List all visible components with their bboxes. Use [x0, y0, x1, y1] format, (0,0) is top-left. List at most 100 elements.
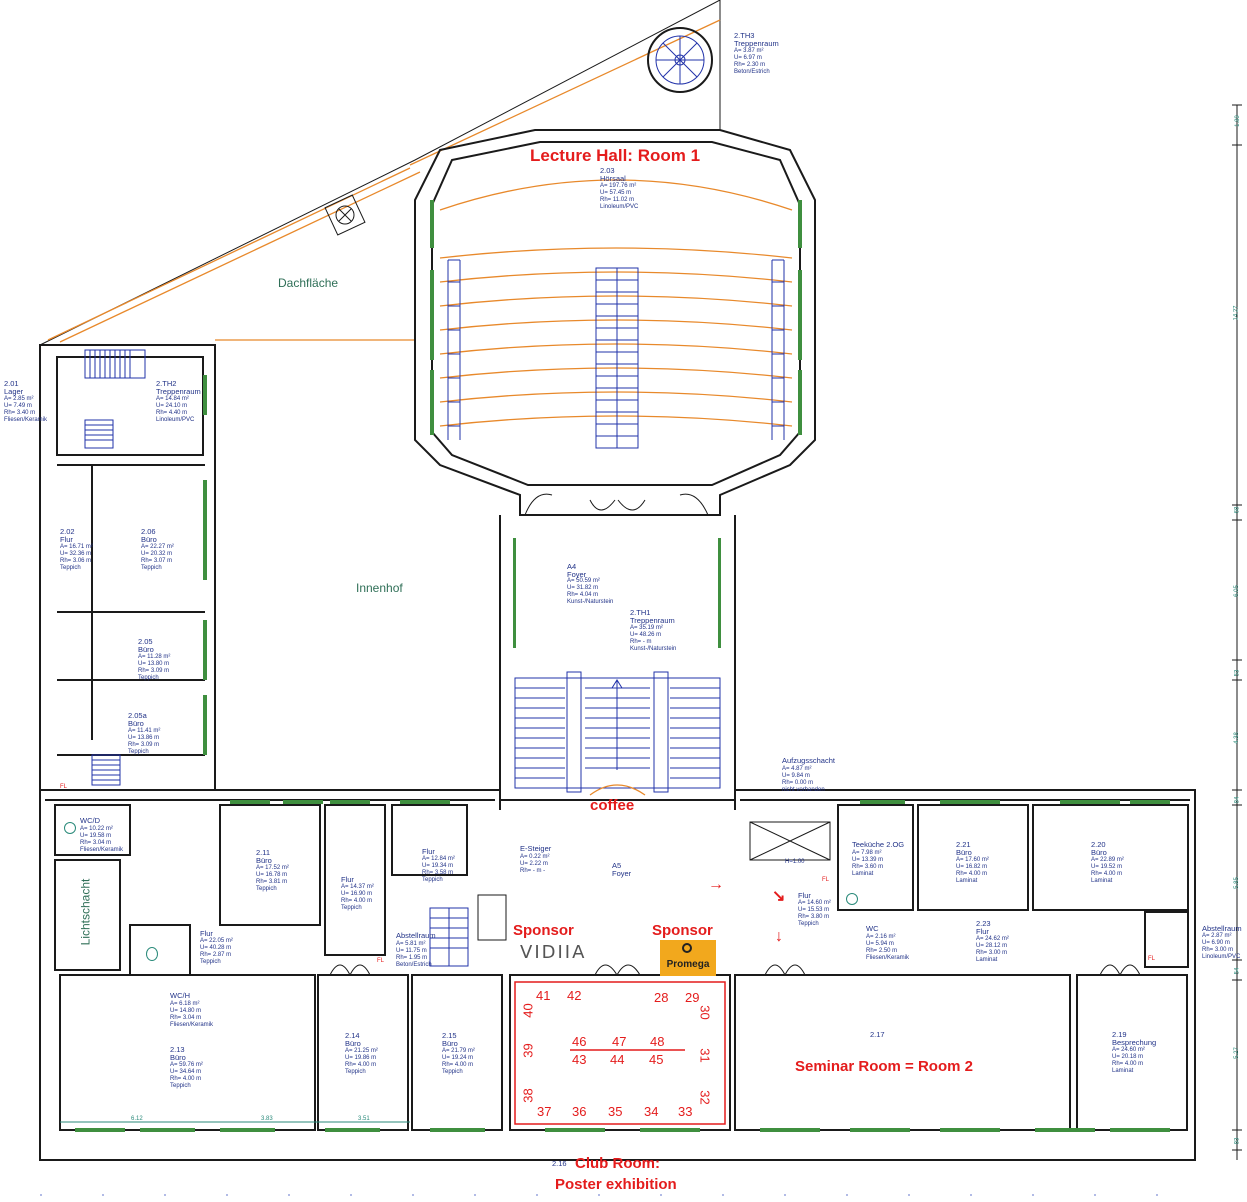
scale-label: 54	[1234, 967, 1241, 975]
fl-marker: FL	[60, 784, 68, 790]
room-wc-info: A= 2.16 m² U= 5.94 m Rh= 2.50 m Fliesen/…	[866, 934, 910, 961]
room-abstellraum-l-info: A= 5.81 m² U= 11.75 m Rh= 1.95 m Beton/E…	[396, 941, 432, 968]
dimension-label: 3.83	[261, 1116, 273, 1122]
roof-line-2	[59, 171, 421, 343]
scale-label: 84	[1234, 796, 1241, 804]
room-2-21-info: A= 17.60 m² U= 16.82 m Rh= 4.00 m Lamina…	[956, 857, 989, 884]
poster-number: 42	[567, 988, 582, 1003]
stair-left-lower	[91, 754, 121, 786]
room-2-20	[1032, 804, 1189, 911]
innenhof-label: Innenhof	[356, 581, 403, 595]
lower-wing-walls	[39, 789, 1196, 1161]
poster-number: 40	[520, 1003, 536, 1018]
room-2-05a-info: A= 11.41 m² U= 13.86 m Rh= 3.09 m Teppic…	[128, 728, 161, 755]
scale-label: 14.27	[1233, 305, 1240, 321]
coffee-label: coffee	[590, 797, 635, 814]
lecture-hall-walls	[414, 129, 816, 516]
room-2-11-info: A= 17.52 m² U= 16.78 m Rh= 3.81 m Teppic…	[256, 865, 289, 892]
room-wc-label: WC	[866, 924, 879, 933]
spiral-steps	[656, 36, 704, 84]
room-wcd-info: A= 10.22 m² U= 19.58 m Rh= 3.04 m Fliese…	[80, 826, 124, 853]
arrow-down-right-icon: ↘	[772, 888, 786, 905]
poster-number: 47	[612, 1034, 627, 1049]
room-abstellraum-r-info: A= 2.87 m² U= 6.90 m Rh= 3.00 m Linoleum…	[1202, 933, 1241, 960]
room-2-13-label: 2.13 Büro	[170, 1045, 186, 1062]
room-aufzug-info: A= 4.87 m² U= 9.84 m Rh= 0.00 m nicht vo…	[782, 766, 825, 793]
foyer-walls	[499, 515, 736, 810]
scale-label: 53	[1234, 669, 1241, 677]
toilet-icon	[64, 822, 76, 834]
room-2-11-label: 2.11 Büro	[256, 848, 272, 865]
double-doors	[329, 964, 806, 976]
lichtschacht	[54, 859, 121, 971]
poster-number: 43	[572, 1052, 587, 1067]
poster-number: 39	[520, 1043, 536, 1058]
poster-number: 44	[610, 1052, 625, 1067]
room-2-01-info: A= 2.85 m² U= 7.49 m Rh= 3.40 m Fliesen/…	[4, 396, 48, 423]
room-abstellraum-l-label: Abstellraum	[396, 931, 436, 940]
room-flur-b-label: Flur	[422, 847, 435, 856]
room-flur-a-info: A= 14.37 m² U= 16.90 m Rh= 4.00 m Teppic…	[341, 884, 374, 911]
scale-label: 1.89	[1234, 115, 1241, 127]
poster-number: 46	[572, 1034, 587, 1049]
room-2-06-info: A= 22.27 m² U= 20.32 m Rh= 3.07 m Teppic…	[141, 544, 174, 571]
elevator-shaft	[749, 821, 831, 861]
room-2-05a-label: 2.05a Büro	[128, 711, 147, 728]
room-2-20-label: 2.20 Büro	[1091, 840, 1107, 857]
room-e-steiger-label: E-Steiger	[520, 844, 552, 853]
room-th1-label: 2.TH1 Treppenraum	[630, 608, 675, 625]
spiral-stair-outer	[647, 27, 713, 93]
room-a5-label: A5 Foyer	[612, 861, 632, 878]
room-2-02-label: 2.02 Flur	[60, 527, 75, 544]
room-2-14-info: A= 21.25 m² U= 19.86 m Rh= 4.00 m Teppic…	[345, 1048, 378, 1075]
roof-line	[47, 167, 411, 341]
room-th1-info: A= 35.19 m² U= 48.26 m Rh= - m Kunst-/Na…	[630, 625, 677, 652]
room-flur-a-label: Flur	[341, 875, 354, 884]
room-2-02-info: A= 16.71 m² U= 32.36 m Rh= 3.06 m Teppic…	[60, 544, 93, 571]
roof-line-3	[409, 19, 721, 166]
room-th3-label: 2.TH3 Treppenraum	[734, 31, 779, 48]
toilet-icon	[846, 893, 858, 905]
poster-number: 32	[697, 1090, 713, 1105]
poster-number: 31	[697, 1048, 713, 1063]
room-th3-info: A= 3.87 m² U= 6.97 m Rh= 2.30 m Beton/Es…	[734, 48, 770, 75]
roof-vent-cross	[338, 208, 352, 222]
room-abstellraum-r-label: Abstellraum	[1202, 924, 1242, 933]
room-2-21-label: 2.21 Büro	[956, 840, 972, 857]
seat-rows	[447, 259, 785, 449]
window	[430, 370, 434, 435]
room-flur-b-info: A= 12.84 m² U= 19.34 m Rh= 3.58 m Teppic…	[422, 856, 455, 883]
room-teekueche-label: Teeküche 2.OG	[852, 840, 905, 849]
scale-label: 68	[1234, 506, 1241, 514]
room-e-steiger-info: A= 0.22 m² U= 2.22 m Rh= - m -	[520, 854, 550, 874]
club-room-label: Club Room:	[575, 1155, 660, 1172]
room-2-03-info: A= 197.76 m² U= 57.45 m Rh= 11.02 m Lino…	[600, 183, 639, 210]
poster-area-frame	[514, 981, 726, 1125]
room-2-14-label: 2.14 Büro	[345, 1031, 361, 1048]
double-door-right	[1099, 964, 1141, 976]
room-flur-a	[324, 804, 386, 956]
room-aufzug-label: Aufzugsschacht	[782, 756, 835, 765]
poster-number: 37	[537, 1104, 552, 1119]
arrow-right-icon: →	[708, 876, 724, 893]
window	[798, 270, 802, 360]
room-a4-info: A= 50.59 m² U= 31.82 m Rh= 4.04 m Kunst-…	[567, 578, 614, 605]
room-2-20-info: A= 22.89 m² U= 19.52 m Rh= 4.00 m Lamina…	[1091, 857, 1124, 884]
room-wch-label: WC/H	[170, 991, 190, 1000]
fl-marker: FL	[1148, 956, 1156, 962]
arch	[589, 784, 646, 796]
room-th2-info: A= 14.84 m² U= 24.10 m Rh= 4.40 m Linole…	[156, 396, 195, 423]
room-2-11	[219, 804, 321, 926]
dimension-label: 3.51	[358, 1116, 370, 1122]
window	[513, 538, 516, 648]
poster-number: 33	[678, 1104, 693, 1119]
scale-label: 5.27	[1233, 1047, 1240, 1059]
room-2-19-label: 2.19 Besprechung	[1112, 1030, 1157, 1047]
room-teekueche-info: A= 7.98 m² U= 13.39 m Rh= 3.60 m Laminat	[852, 850, 884, 877]
room-wch-info: A= 6.18 m² U= 14.80 m Rh= 3.04 m Fliesen…	[170, 1001, 214, 1028]
promega-logo-text: Promega	[666, 959, 710, 970]
left-wing-partitions	[57, 464, 205, 756]
toilet-icon	[146, 947, 158, 961]
window	[430, 270, 434, 360]
